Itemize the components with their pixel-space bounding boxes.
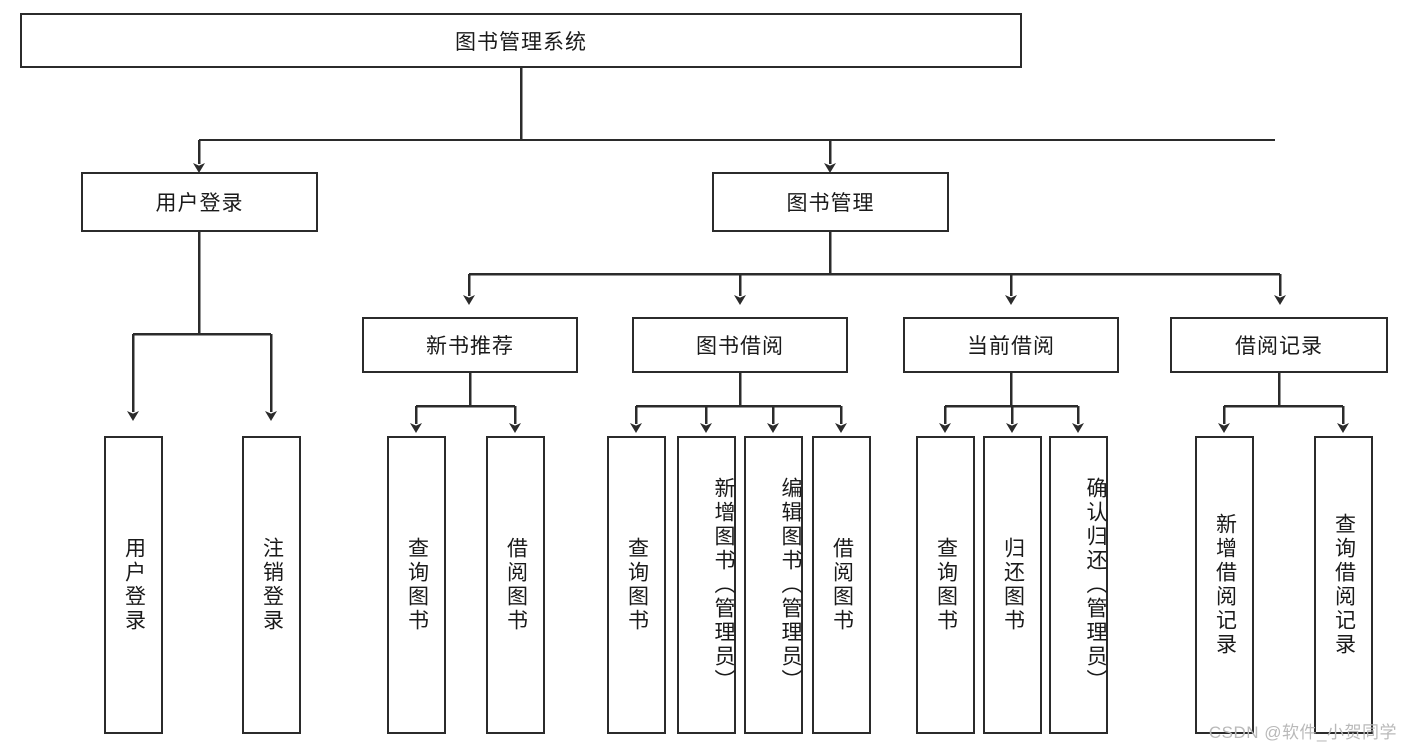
node-label: 查询图书 — [934, 537, 958, 633]
node-label: 查询图书 — [625, 537, 649, 633]
node-leaf-borrow-book[interactable]: 借阅图书 — [812, 436, 871, 734]
node-label: 借阅记录 — [1235, 335, 1323, 358]
node-root-system[interactable]: 图书管理系统 — [20, 13, 1022, 68]
node-leaf-query-borrow-record[interactable]: 查询借阅记录 — [1314, 436, 1373, 734]
node-leaf-user-logout[interactable]: 注销登录 — [242, 436, 301, 734]
node-new-book-recommend[interactable]: 新书推荐 — [362, 317, 578, 373]
node-leaf-query-book-recommend[interactable]: 查询图书 — [387, 436, 446, 734]
node-label: 用户登录 — [122, 537, 146, 633]
node-leaf-user-login[interactable]: 用户登录 — [104, 436, 163, 734]
node-label: 新增图书（管理员） — [712, 477, 735, 693]
node-leaf-confirm-return-admin[interactable]: 确认归还（管理员） — [1049, 436, 1108, 734]
node-label: 当前借阅 — [967, 335, 1055, 358]
node-label: 借阅图书 — [504, 537, 528, 633]
node-leaf-query-book-current[interactable]: 查询图书 — [916, 436, 975, 734]
node-leaf-return-book[interactable]: 归还图书 — [983, 436, 1042, 734]
node-leaf-add-borrow-record[interactable]: 新增借阅记录 — [1195, 436, 1254, 734]
node-label: 归还图书 — [1001, 537, 1025, 633]
node-label: 图书管理 — [786, 192, 875, 215]
node-label: 借阅图书 — [830, 537, 854, 633]
node-label: 查询借阅记录 — [1332, 513, 1356, 657]
node-book-management[interactable]: 图书管理 — [712, 172, 949, 232]
node-leaf-add-book-admin[interactable]: 新增图书（管理员） — [677, 436, 736, 734]
node-label: 新增借阅记录 — [1213, 513, 1237, 657]
node-label: 注销登录 — [260, 537, 284, 633]
node-borrow-record[interactable]: 借阅记录 — [1170, 317, 1388, 373]
node-label: 用户登录 — [155, 192, 244, 215]
node-label: 编辑图书（管理员） — [779, 477, 802, 693]
node-user-login[interactable]: 用户登录 — [81, 172, 318, 232]
node-leaf-edit-book-admin[interactable]: 编辑图书（管理员） — [744, 436, 803, 734]
node-book-borrow[interactable]: 图书借阅 — [632, 317, 848, 373]
node-leaf-borrow-book-recommend[interactable]: 借阅图书 — [486, 436, 545, 734]
node-label: 新书推荐 — [426, 335, 514, 358]
node-label: 图书借阅 — [696, 335, 784, 358]
node-label: 图书管理系统 — [455, 30, 587, 54]
node-leaf-query-book-borrow[interactable]: 查询图书 — [607, 436, 666, 734]
node-label: 确认归还（管理员） — [1084, 477, 1107, 693]
node-current-borrow[interactable]: 当前借阅 — [903, 317, 1119, 373]
node-label: 查询图书 — [405, 537, 429, 633]
